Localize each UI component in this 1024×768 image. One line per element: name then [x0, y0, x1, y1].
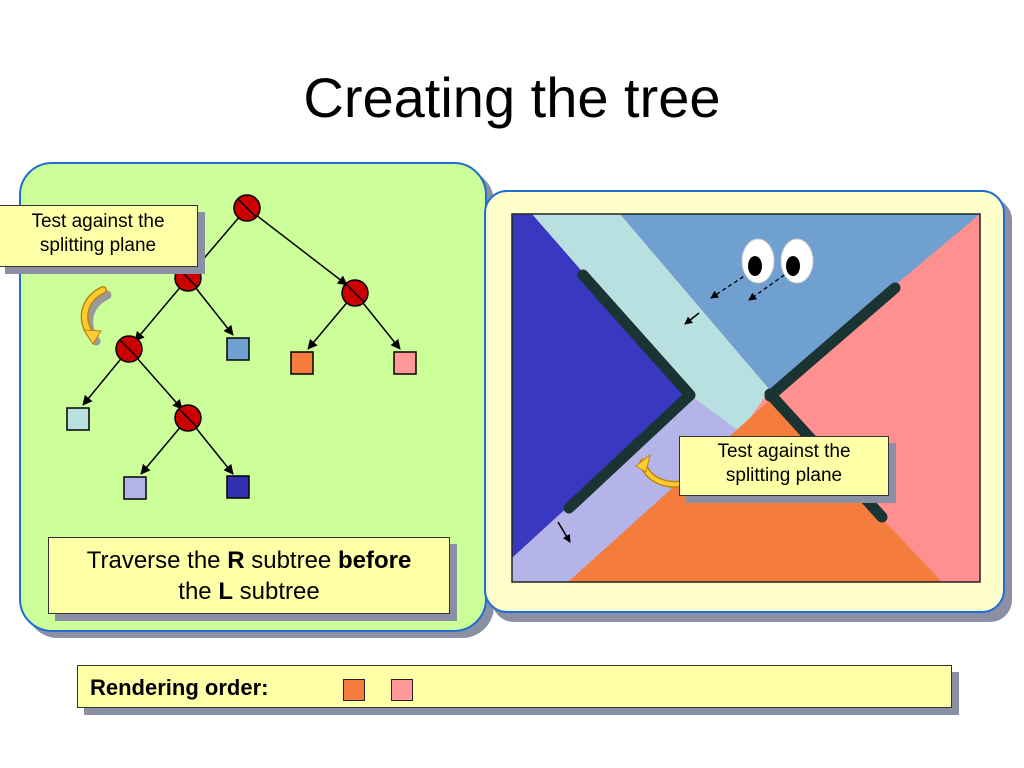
splitting-plane-upper-right — [764, 282, 901, 402]
tree-node-left — [174, 264, 202, 292]
tree-node-right — [341, 279, 369, 307]
tree-node-left-left-right — [174, 404, 202, 432]
tree-leaf-navy — [226, 475, 250, 499]
tree-curved-arrow-icon — [80, 286, 112, 346]
scene-callout: Test against the splitting plane — [679, 436, 889, 496]
tree-callout-line1: Test against the — [31, 211, 165, 232]
tree-node-root — [233, 194, 261, 222]
traverse-text-1: Traverse the — [86, 547, 228, 574]
tree-callout-line2: splitting plane — [39, 235, 157, 256]
traverse-text-3: the — [178, 578, 219, 605]
tree-leaf-steel-blue — [226, 337, 250, 361]
traverse-before: before — [337, 547, 412, 574]
tree-leaf-orange — [290, 351, 314, 375]
scene-region-steel-blue — [620, 214, 980, 390]
traverse-text-4: subtree — [232, 578, 320, 605]
scene-region-light-cyan — [532, 214, 770, 432]
splitting-plane-left — [563, 269, 696, 514]
traverse-l: L — [218, 578, 233, 605]
rendering-order-item — [391, 679, 413, 701]
viewer-eyes-icon — [741, 238, 814, 284]
scene-callout-line2: splitting plane — [725, 465, 843, 486]
rendering-order-label: Rendering order: — [90, 675, 269, 700]
rendering-order-bar: Rendering order: — [77, 665, 952, 708]
traverse-text-2: subtree — [244, 547, 338, 574]
slide-title: Creating the tree — [303, 66, 721, 129]
tree-node-left-left — [115, 335, 143, 363]
scene-callout-line1: Test against the — [717, 441, 851, 462]
traverse-r: R — [227, 547, 245, 574]
tree-leaf-pink — [393, 351, 417, 375]
tree-callout: Test against the splitting plane — [0, 205, 198, 267]
tree-leaf-light-cyan — [66, 407, 90, 431]
scene-view — [511, 213, 981, 583]
rendering-order-item — [343, 679, 365, 701]
scene-region-royal-blue — [512, 214, 690, 558]
traverse-note: Traverse the R subtree before the L subt… — [48, 537, 450, 614]
tree-leaf-lavender — [123, 476, 147, 500]
